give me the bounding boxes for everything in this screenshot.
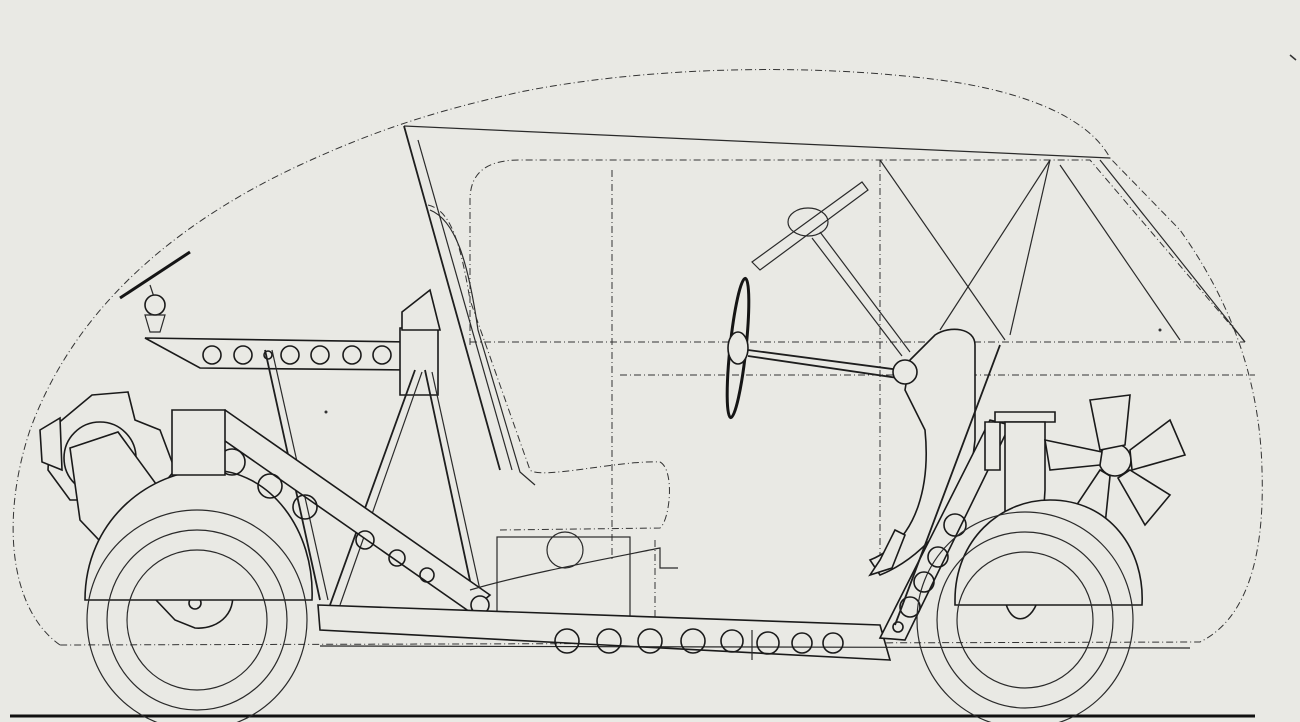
detail-dot-b: [1158, 328, 1162, 332]
floor-line: [319, 645, 1191, 649]
window-diagonal-a: [879, 159, 1006, 341]
truss-c2: [431, 371, 481, 591]
wire: [469, 547, 678, 591]
detail-dot-a: [324, 410, 328, 414]
rear-support: [894, 344, 1001, 626]
truss-b2: [339, 371, 423, 606]
b-pillar: [1009, 159, 1051, 336]
rear-strut-mount: [984, 421, 1001, 471]
body-outline: [12, 69, 1263, 646]
upper-front-frame: [144, 337, 411, 371]
rear-strut-top: [994, 411, 1056, 423]
front-frame-block: [171, 409, 226, 476]
window-diagonal-c: [1059, 164, 1181, 341]
rear-frame-holes: [892, 513, 967, 633]
rear-window-edge: [1099, 159, 1246, 343]
truss-c: [424, 369, 473, 591]
window-diagonal-b: [939, 159, 1051, 331]
a-pillar: [403, 125, 501, 471]
rear-wheel-icon: [916, 499, 1143, 722]
front-suspension-block: [399, 327, 439, 396]
alt-steering-wheel-icon: [751, 181, 911, 357]
front-seat-bracket: [401, 288, 442, 331]
cooling-fan-icon: [1044, 394, 1187, 527]
roof-line: [403, 125, 1111, 159]
wiper-mount: [144, 314, 166, 333]
upper-frame-holes: [202, 345, 392, 365]
cabin-window-line: [469, 159, 1246, 345]
wiper-pivot-icon: [144, 294, 166, 316]
battery-cap-icon: [546, 531, 584, 569]
seat-outline: [429, 209, 536, 486]
a-pillar-inner: [417, 139, 513, 471]
floor-frame: [317, 604, 892, 661]
corner-mark: [1289, 54, 1297, 61]
battery-box: [496, 536, 631, 618]
wiper-blade: [119, 250, 191, 300]
front-wheel-icon: [84, 469, 313, 722]
steering-wheel-icon: [725, 276, 901, 420]
truss-b: [329, 369, 416, 606]
floor-frame-holes: [554, 628, 844, 655]
gear-knob-icon: [892, 359, 918, 385]
seat-back: [427, 204, 670, 531]
pedal-lever: [868, 528, 907, 577]
